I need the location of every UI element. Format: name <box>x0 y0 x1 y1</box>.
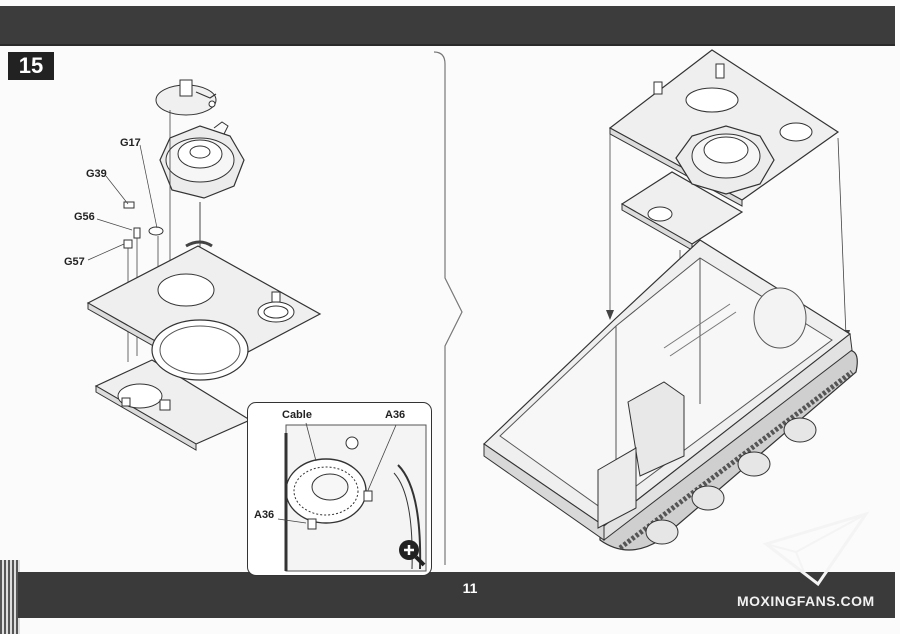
page-number: 11 <box>462 580 478 596</box>
site-watermark: MOXINGFANS.COM <box>737 593 875 609</box>
inset-label-a36-top: A36 <box>385 409 406 421</box>
upper-deck-plate <box>608 49 840 251</box>
stacked-page-edges <box>0 560 20 634</box>
panel-divider <box>433 51 463 565</box>
label-g17: G17 <box>120 137 141 149</box>
inset-label-cable: Cable <box>282 409 312 421</box>
inset-label-a36-left: A36 <box>254 509 275 521</box>
label-g39: G39 <box>86 168 107 180</box>
cupola-assembly <box>159 121 245 199</box>
page-header-band <box>0 6 895 46</box>
magnifier-plus-icon <box>399 540 426 567</box>
step-number-badge: 15 <box>8 52 54 80</box>
deck-plate <box>86 245 322 451</box>
detail-drawing <box>277 422 427 572</box>
detail-inset: Cable A36 A36 <box>247 402 432 576</box>
label-g56: G56 <box>74 211 95 223</box>
hatch-cover-disc <box>155 79 217 116</box>
page-footer-band <box>18 572 895 618</box>
hull-body <box>483 239 858 551</box>
label-g57: G57 <box>64 256 85 268</box>
paper-plane-icon <box>762 511 870 587</box>
